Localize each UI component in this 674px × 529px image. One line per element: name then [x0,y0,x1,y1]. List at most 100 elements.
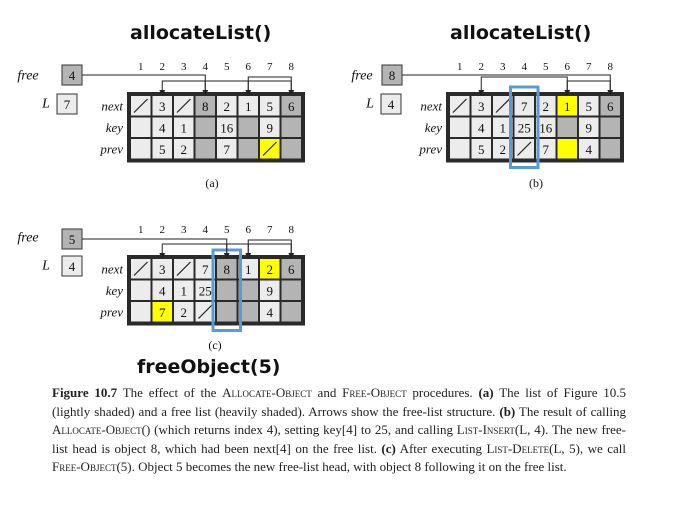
index-label: 7 [267,61,273,73]
row-label-key: key [106,120,124,135]
cell-value: 6 [288,99,295,114]
caption-allocate-object: Allocate-Object [222,385,312,400]
cell-value: 2 [543,99,550,114]
cell-key-1 [450,117,470,137]
row-label-next: next [420,98,442,113]
index-label: 1 [138,224,144,236]
cell-value: 1 [245,262,252,277]
free-list-arrow [159,80,249,96]
row-label-prev: prev [99,304,123,319]
cell-value: 7 [521,99,528,114]
list-head-box [56,93,78,115]
cell-key-8 [600,117,620,137]
caption-text-9: (L, 5), we call [549,440,626,456]
cell-key-6 [238,117,258,137]
index-label: 8 [289,61,295,73]
free-value: 5 [69,232,76,247]
cell-prev-2 [152,139,172,159]
cell-key-2 [152,117,172,137]
caption-text-6: () (which returns index 4), setting key[… [141,422,457,437]
index-label: 7 [267,224,273,236]
list-head-label: L [41,97,50,112]
free-label: free [17,231,38,246]
cell-key-7 [260,280,280,300]
cell-key-8 [281,117,301,137]
panel-sublabel: (a) [205,176,218,190]
cell-value: 1 [564,99,571,114]
list-head-label: L [365,97,374,112]
cell-key-3 [493,117,513,137]
cell-prev-4 [195,139,215,159]
caption-text-5: The result of calling [515,403,626,419]
cell-key-6 [557,117,577,137]
caption-text-2: and [311,385,343,400]
cell-next-2 [152,96,172,116]
cell-value: 9 [586,120,593,135]
row-label-prev: prev [99,141,123,156]
cell-value: 7 [159,305,166,320]
list-head-value: 4 [69,259,76,274]
cell-next-8 [281,96,301,116]
panel-sublabel: (b) [529,176,543,190]
caption-list-insert: List-Insert [456,422,515,437]
list-head-box [61,255,83,277]
index-label: 2 [160,61,166,73]
index-label: 6 [246,224,252,236]
cell-key-3 [174,117,194,137]
nil-slash [517,141,532,156]
list-head-label: L [41,259,50,274]
cell-value: 2 [181,142,188,157]
highlight-box [509,85,540,169]
nil-slash [176,98,191,113]
index-label: 3 [500,61,506,73]
cell-value: 16 [220,120,234,135]
row-label-key: key [106,283,124,298]
cell-value: 1 [181,283,188,298]
row-label-next: next [101,98,123,113]
cell-key-4 [195,117,215,137]
cell-key-2 [152,280,172,300]
nil-slash [133,98,148,113]
free-value: 4 [69,68,76,83]
nil-slash [452,98,467,113]
cell-value: 2 [500,142,507,157]
cell-value: 9 [267,283,274,298]
index-label: 4 [203,61,209,73]
cell-prev-7 [579,139,599,159]
index-label: 4 [522,61,528,73]
cell-key-5 [217,280,237,300]
cell-value: 2 [181,305,188,320]
cell-value: 9 [267,120,274,135]
cell-value: 5 [159,142,166,157]
cell-value: 4 [478,120,485,135]
cell-prev-1 [131,139,151,159]
cell-prev-3 [493,139,513,159]
cell-next-7 [579,96,599,116]
cell-next-7 [260,259,280,279]
cell-value: 6 [288,262,295,277]
heading-b: allocateList() [450,22,592,44]
row-label-key: key [425,120,443,135]
caption-text-10: (5). Object 5 becomes the new free-list … [116,459,567,474]
cell-prev-5 [217,302,237,322]
index-label: 1 [457,61,463,73]
cell-prev-3 [174,302,194,322]
cell-next-8 [281,259,301,279]
cell-value: 7 [224,142,231,157]
cell-key-1 [131,117,151,137]
index-label: 7 [586,61,592,73]
cell-value: 1 [181,120,188,135]
cell-next-4 [514,96,534,116]
cell-key-5 [217,117,237,137]
caption-tag-b: (b) [499,403,516,419]
cell-key-2 [471,117,491,137]
caption-text-1: The effect of the [117,385,223,400]
cell-value: 5 [478,142,485,157]
cell-key-5 [536,117,556,137]
list-head-value: 7 [64,97,71,112]
cell-next-6 [557,96,577,116]
cell-value: 25 [199,283,212,298]
cell-prev-8 [600,139,620,159]
cell-next-5 [217,259,237,279]
